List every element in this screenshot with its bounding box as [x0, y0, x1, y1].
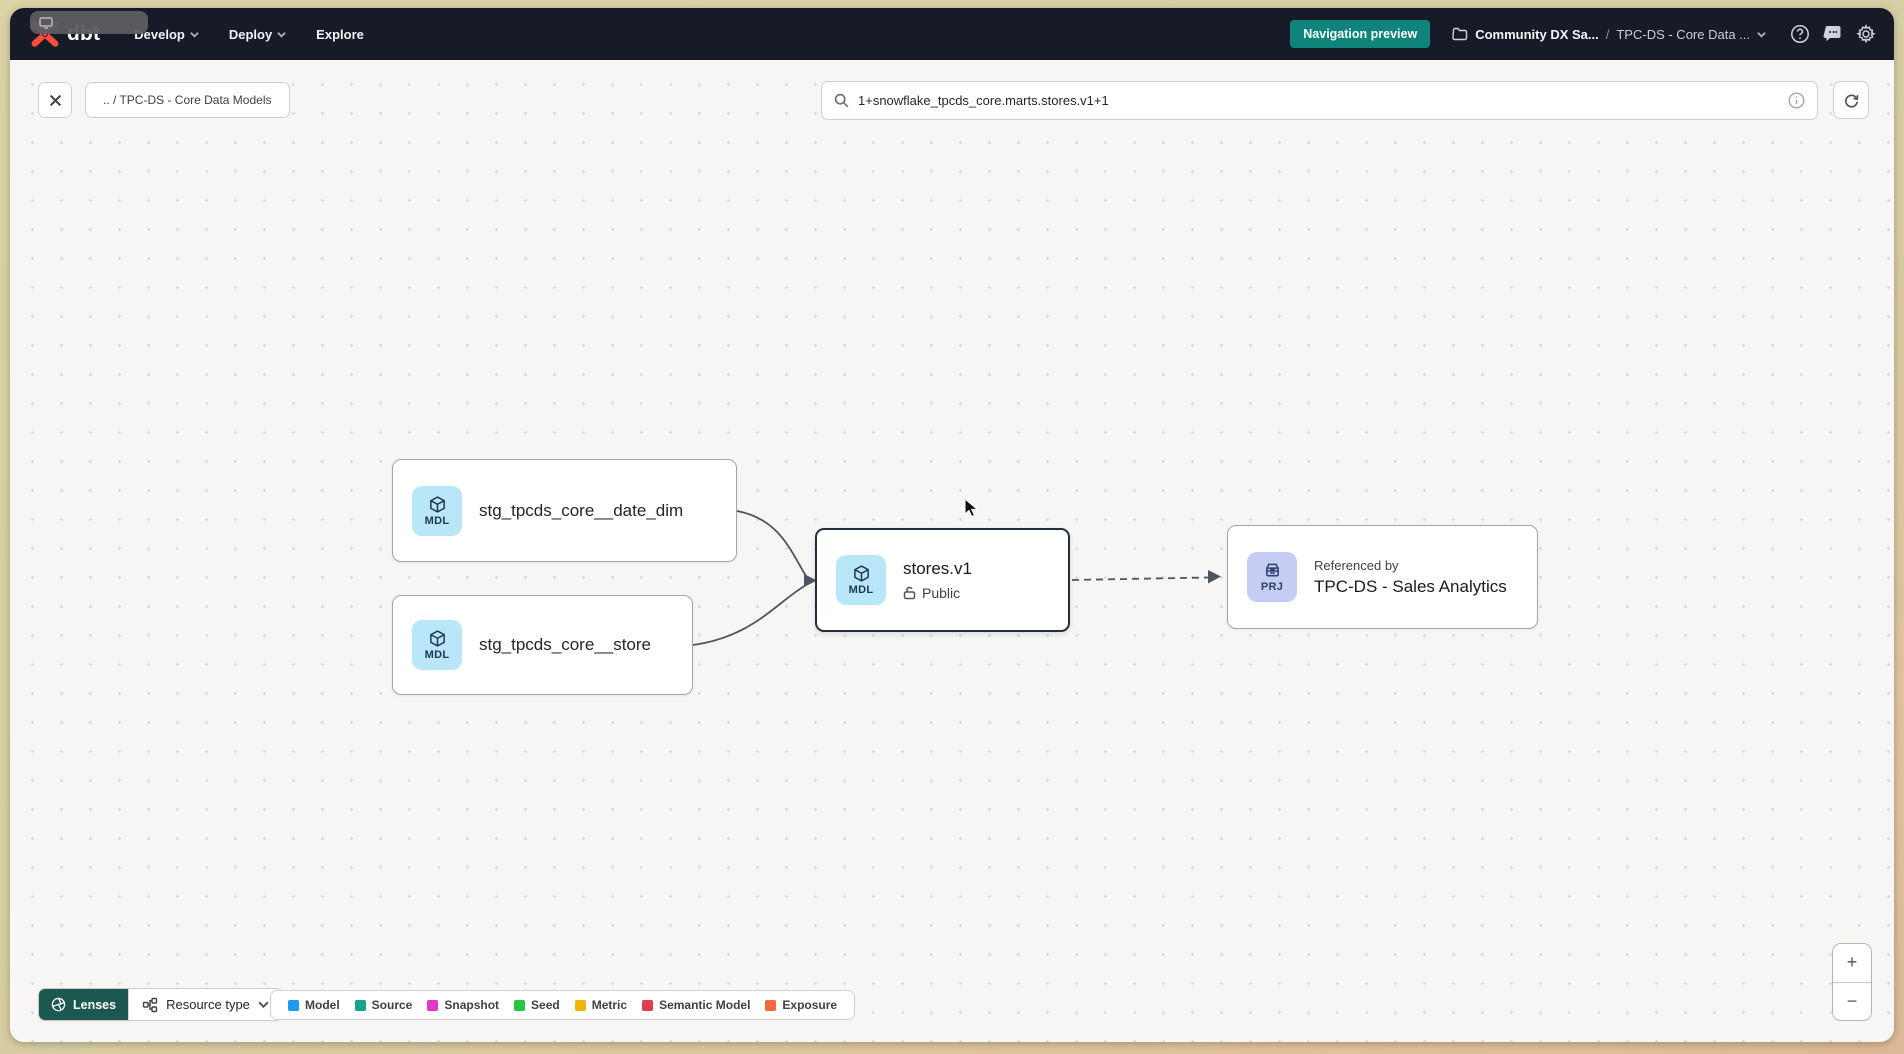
menu-deploy[interactable]: Deploy [229, 27, 286, 42]
legend-item-snapshot: Snapshot [427, 998, 499, 1012]
menu-explore[interactable]: Explore [316, 27, 364, 42]
breadcrumb-account: Community DX Sa... [1475, 26, 1599, 42]
parent-path-label: .. / TPC-DS - Core Data Models [103, 93, 272, 107]
node-visibility: Public [903, 585, 972, 601]
node-overline: Referenced by [1314, 557, 1399, 573]
node-stores-v1-selected[interactable]: MDL stores.v1 Public [815, 528, 1070, 632]
legend-item-semantic-model: Semantic Model [642, 998, 750, 1012]
zoom-controls: + − [1832, 943, 1872, 1021]
breadcrumb-separator: / [1605, 26, 1610, 42]
parent-path-chip[interactable]: .. / TPC-DS - Core Data Models [85, 82, 290, 118]
lenses-control-group: Lenses Resource type [38, 988, 283, 1021]
badge-code: MDL [424, 514, 450, 527]
badge-code: MDL [424, 649, 450, 661]
node-label: stg_tpcds_core__store [479, 635, 651, 654]
visibility-label: Public [922, 585, 961, 601]
help-icon[interactable] [1790, 24, 1810, 44]
settings-gear-icon[interactable] [1856, 24, 1876, 44]
legend-item-seed: Seed [514, 998, 560, 1012]
close-lineage-button[interactable] [38, 82, 72, 118]
model-badge: MDL [836, 555, 886, 605]
legend-item-source: Source [354, 998, 412, 1012]
info-icon[interactable] [1788, 92, 1805, 109]
breadcrumb[interactable]: Community DX Sa... / TPC-DS - Core Data … [1452, 27, 1766, 42]
menu-explore-label: Explore [316, 26, 364, 42]
mouse-cursor [964, 498, 979, 518]
resource-type-label: Resource type [166, 997, 250, 1012]
cube-icon [853, 565, 869, 582]
legend-swatch [288, 999, 299, 1011]
navigation-preview-button[interactable]: Navigation preview [1290, 20, 1431, 48]
chevron-down-icon [277, 31, 286, 38]
legend-item-exposure: Exposure [765, 998, 837, 1012]
node-text-block: stores.v1 Public [903, 559, 972, 601]
zoom-in-button[interactable]: + [1833, 944, 1871, 983]
cube-icon [429, 630, 445, 647]
zoom-out-button[interactable]: − [1833, 982, 1871, 1020]
legend-item-metric: Metric [574, 998, 627, 1012]
lineage-selector-input[interactable] [858, 93, 1779, 108]
node-graph-icon [142, 997, 158, 1012]
chevron-down-icon [190, 31, 199, 38]
legend-item-model: Model [288, 998, 340, 1012]
node-referenced-by-project[interactable]: PRJ Referenced by TPC-DS - Sales Analyti… [1227, 525, 1538, 629]
legend-swatch [574, 999, 586, 1011]
node-label: stores.v1 [903, 559, 972, 578]
lineage-search-bar [821, 81, 1818, 120]
folder-icon [1452, 27, 1468, 41]
refresh-lineage-button[interactable] [1833, 81, 1869, 119]
lenses-button[interactable]: Lenses [39, 989, 129, 1020]
breadcrumb-project: TPC-DS - Core Data ... [1616, 26, 1750, 42]
refresh-icon [1844, 94, 1858, 108]
feedback-icon[interactable] [1823, 24, 1843, 44]
menu-deploy-label: Deploy [228, 26, 273, 42]
legend-swatch [765, 999, 777, 1011]
edge-date-dim-to-stores [736, 510, 807, 577]
screen-share-indicator [30, 11, 148, 34]
node-stg-tpcds-core-date-dim[interactable]: MDL stg_tpcds_core__date_dim [392, 459, 737, 562]
lineage-canvas[interactable]: .. / TPC-DS - Core Data Models MDL stg_t… [10, 60, 1894, 1042]
search-icon [834, 93, 849, 108]
model-badge: MDL [412, 485, 462, 536]
navbar-right: Navigation preview Community DX Sa... / … [1290, 20, 1876, 48]
model-badge: MDL [412, 620, 462, 670]
chevron-down-icon [258, 1001, 269, 1009]
menu-develop[interactable]: Develop [134, 27, 199, 42]
app-window: dbt Develop Deploy Explore Navigation pr… [10, 8, 1894, 1042]
top-navbar: dbt Develop Deploy Explore Navigation pr… [10, 8, 1894, 60]
legend-swatch [514, 999, 526, 1011]
legend-swatch [642, 999, 654, 1011]
cube-icon [429, 495, 445, 513]
close-icon [49, 94, 61, 106]
badge-code: PRJ [1260, 581, 1284, 593]
legend-swatch [354, 999, 366, 1011]
lenses-label: Lenses [73, 997, 117, 1012]
project-badge: PRJ [1247, 552, 1297, 602]
node-text-block: Referenced by TPC-DS - Sales Analytics [1314, 558, 1507, 597]
navbar-icon-group [1790, 24, 1876, 44]
chevron-down-icon [1757, 31, 1766, 38]
camera-lens-icon [51, 997, 66, 1012]
menu-develop-label: Develop [134, 26, 185, 42]
edge-store-to-stores [692, 584, 807, 646]
edge-stores-to-project [1071, 576, 1209, 581]
badge-code: MDL [848, 584, 874, 596]
edge-arrowhead [1208, 570, 1221, 584]
resource-type-legend: Model Source Snapshot Seed Metric Semant… [270, 990, 856, 1020]
legend-swatch [427, 999, 439, 1011]
main-menu: Develop Deploy Explore [134, 27, 364, 42]
monitor-icon [39, 16, 53, 29]
node-stg-tpcds-core-store[interactable]: MDL stg_tpcds_core__store [392, 595, 693, 695]
node-label: TPC-DS - Sales Analytics [1314, 576, 1507, 596]
stacked-drawers-icon [1265, 563, 1279, 577]
node-label: stg_tpcds_core__date_dim [479, 500, 684, 520]
resource-type-dropdown[interactable]: Resource type [128, 989, 282, 1020]
open-lock-icon [903, 586, 916, 600]
